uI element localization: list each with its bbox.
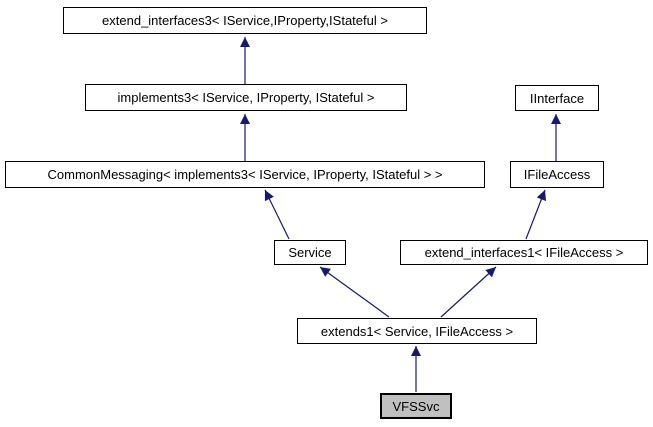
class-node-extend_interfaces3[interactable]: extend_interfaces3< IService,IProperty,I…	[63, 7, 427, 34]
inheritance-arrow-service-to-common_messaging	[264, 189, 290, 240]
inheritance-arrow-extend_interfaces1-to-ifileaccess	[525, 189, 547, 240]
class-node-ifileaccess[interactable]: IFileAccess	[510, 161, 604, 188]
class-node-extends1[interactable]: extends1< Service, IFileAccess >	[297, 318, 537, 344]
class-node-implements3[interactable]: implements3< IService, IProperty, IState…	[85, 84, 407, 111]
inheritance-arrow-extends1-to-service	[319, 266, 390, 318]
class-node-service[interactable]: Service	[274, 240, 346, 265]
inheritance-arrow-extends1-to-extend_interfaces1	[440, 266, 497, 318]
class-node-vfssvc-current: VFSSvc	[380, 393, 452, 419]
class-node-iinterface[interactable]: IInterface	[515, 85, 599, 111]
class-node-extend_interfaces1[interactable]: extend_interfaces1< IFileAccess >	[400, 240, 648, 265]
class-node-commonmessaging[interactable]: CommonMessaging< implements3< IService, …	[5, 161, 485, 188]
